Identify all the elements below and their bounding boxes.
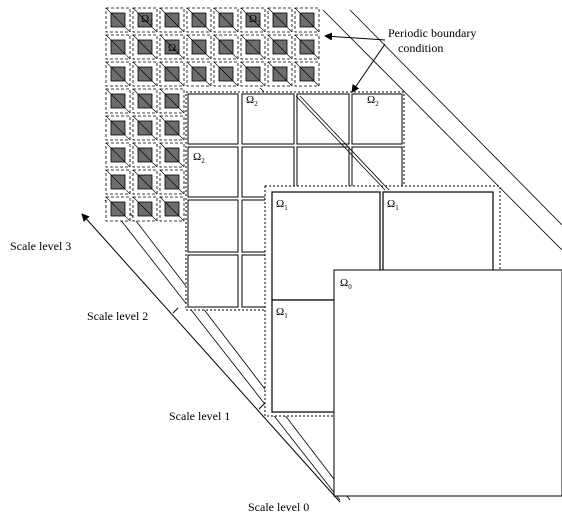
micro-diagonal bbox=[213, 61, 239, 87]
micro-diagonal bbox=[132, 142, 158, 168]
scale-level-3-grid bbox=[105, 7, 320, 222]
micro-diagonal bbox=[105, 142, 131, 168]
micro-diagonal bbox=[105, 61, 131, 87]
omega-2-label: Ω2 bbox=[193, 151, 205, 165]
scale-level-3-label: Scale level 3 bbox=[10, 239, 71, 253]
micro-diagonal bbox=[105, 34, 131, 60]
scale-level-0-label: Scale level 0 bbox=[248, 500, 309, 514]
micro-diagonal bbox=[213, 7, 239, 33]
micro-diagonal bbox=[132, 88, 158, 114]
micro-diagonal bbox=[132, 34, 158, 60]
micro-diagonal bbox=[159, 88, 185, 114]
micro-diagonal bbox=[159, 169, 185, 195]
micro-diagonal bbox=[267, 61, 293, 87]
micro-diagonal bbox=[267, 7, 293, 33]
micro-diagonal bbox=[267, 34, 293, 60]
micro-diagonal bbox=[105, 7, 131, 33]
omega-3-label: Ω3 bbox=[141, 13, 153, 27]
scale-level-1-label: Scale level 1 bbox=[169, 409, 230, 423]
micro-diagonal bbox=[159, 61, 185, 87]
omega-1-label: Ω1 bbox=[276, 198, 288, 212]
omega-3-label: Ω3 bbox=[249, 13, 261, 27]
micro-diagonal bbox=[132, 7, 158, 33]
micro-diagonal bbox=[240, 61, 266, 87]
micro-diagonal bbox=[159, 142, 185, 168]
periodic-boundary-label-line1: Periodic boundary bbox=[388, 26, 476, 40]
micro-diagonal bbox=[186, 61, 212, 87]
domain-labels: Ω3 Ω3 Ω3 Ω2 Ω2 Ω2 Ω1 Ω1 Ω1 Ω0 bbox=[141, 13, 399, 320]
diagonal-guide-lines-front bbox=[295, 95, 390, 191]
micro-diagonal bbox=[240, 34, 266, 60]
micro-diagonal bbox=[105, 115, 131, 141]
omega-0-label: Ω0 bbox=[340, 277, 352, 291]
micro-diagonal bbox=[294, 34, 320, 60]
micro-diagonal bbox=[294, 7, 320, 33]
micro-diagonal bbox=[132, 196, 158, 222]
micro-diagonal bbox=[159, 34, 185, 60]
scale-level-axis: Scale level 3 Scale level 2 Scale level … bbox=[10, 213, 341, 514]
arrow-to-level3-boundary bbox=[324, 32, 386, 41]
omega-1-label: Ω1 bbox=[276, 306, 288, 320]
micro-diagonal bbox=[105, 196, 131, 222]
micro-diagonal bbox=[132, 61, 158, 87]
micro-diagonal bbox=[186, 7, 212, 33]
scale-axis-arrow bbox=[81, 213, 341, 503]
micro-diagonal bbox=[105, 88, 131, 114]
micro-diagonal bbox=[132, 169, 158, 195]
micro-diagonal bbox=[240, 7, 266, 33]
arrow-to-level2-boundary bbox=[351, 43, 386, 93]
micro-diagonal bbox=[213, 34, 239, 60]
micro-diagonal bbox=[186, 34, 212, 60]
micro-diagonal bbox=[159, 196, 185, 222]
scale-level-0-domain bbox=[333, 269, 562, 497]
periodic-boundary-annotation: Periodic boundary condition bbox=[324, 26, 476, 93]
micro-diagonal bbox=[294, 61, 320, 87]
scale-level-2-label: Scale level 2 bbox=[87, 309, 148, 323]
micro-diagonal bbox=[105, 169, 131, 195]
micro-diagonal bbox=[159, 115, 185, 141]
omega-2-label: Ω2 bbox=[367, 94, 379, 108]
omega-1-label: Ω1 bbox=[387, 198, 399, 212]
omega-2-label: Ω2 bbox=[246, 94, 258, 108]
omega-3-label: Ω3 bbox=[168, 42, 180, 56]
micro-diagonal bbox=[132, 115, 158, 141]
periodic-boundary-label-line2: condition bbox=[398, 41, 443, 55]
micro-diagonal bbox=[159, 7, 185, 33]
